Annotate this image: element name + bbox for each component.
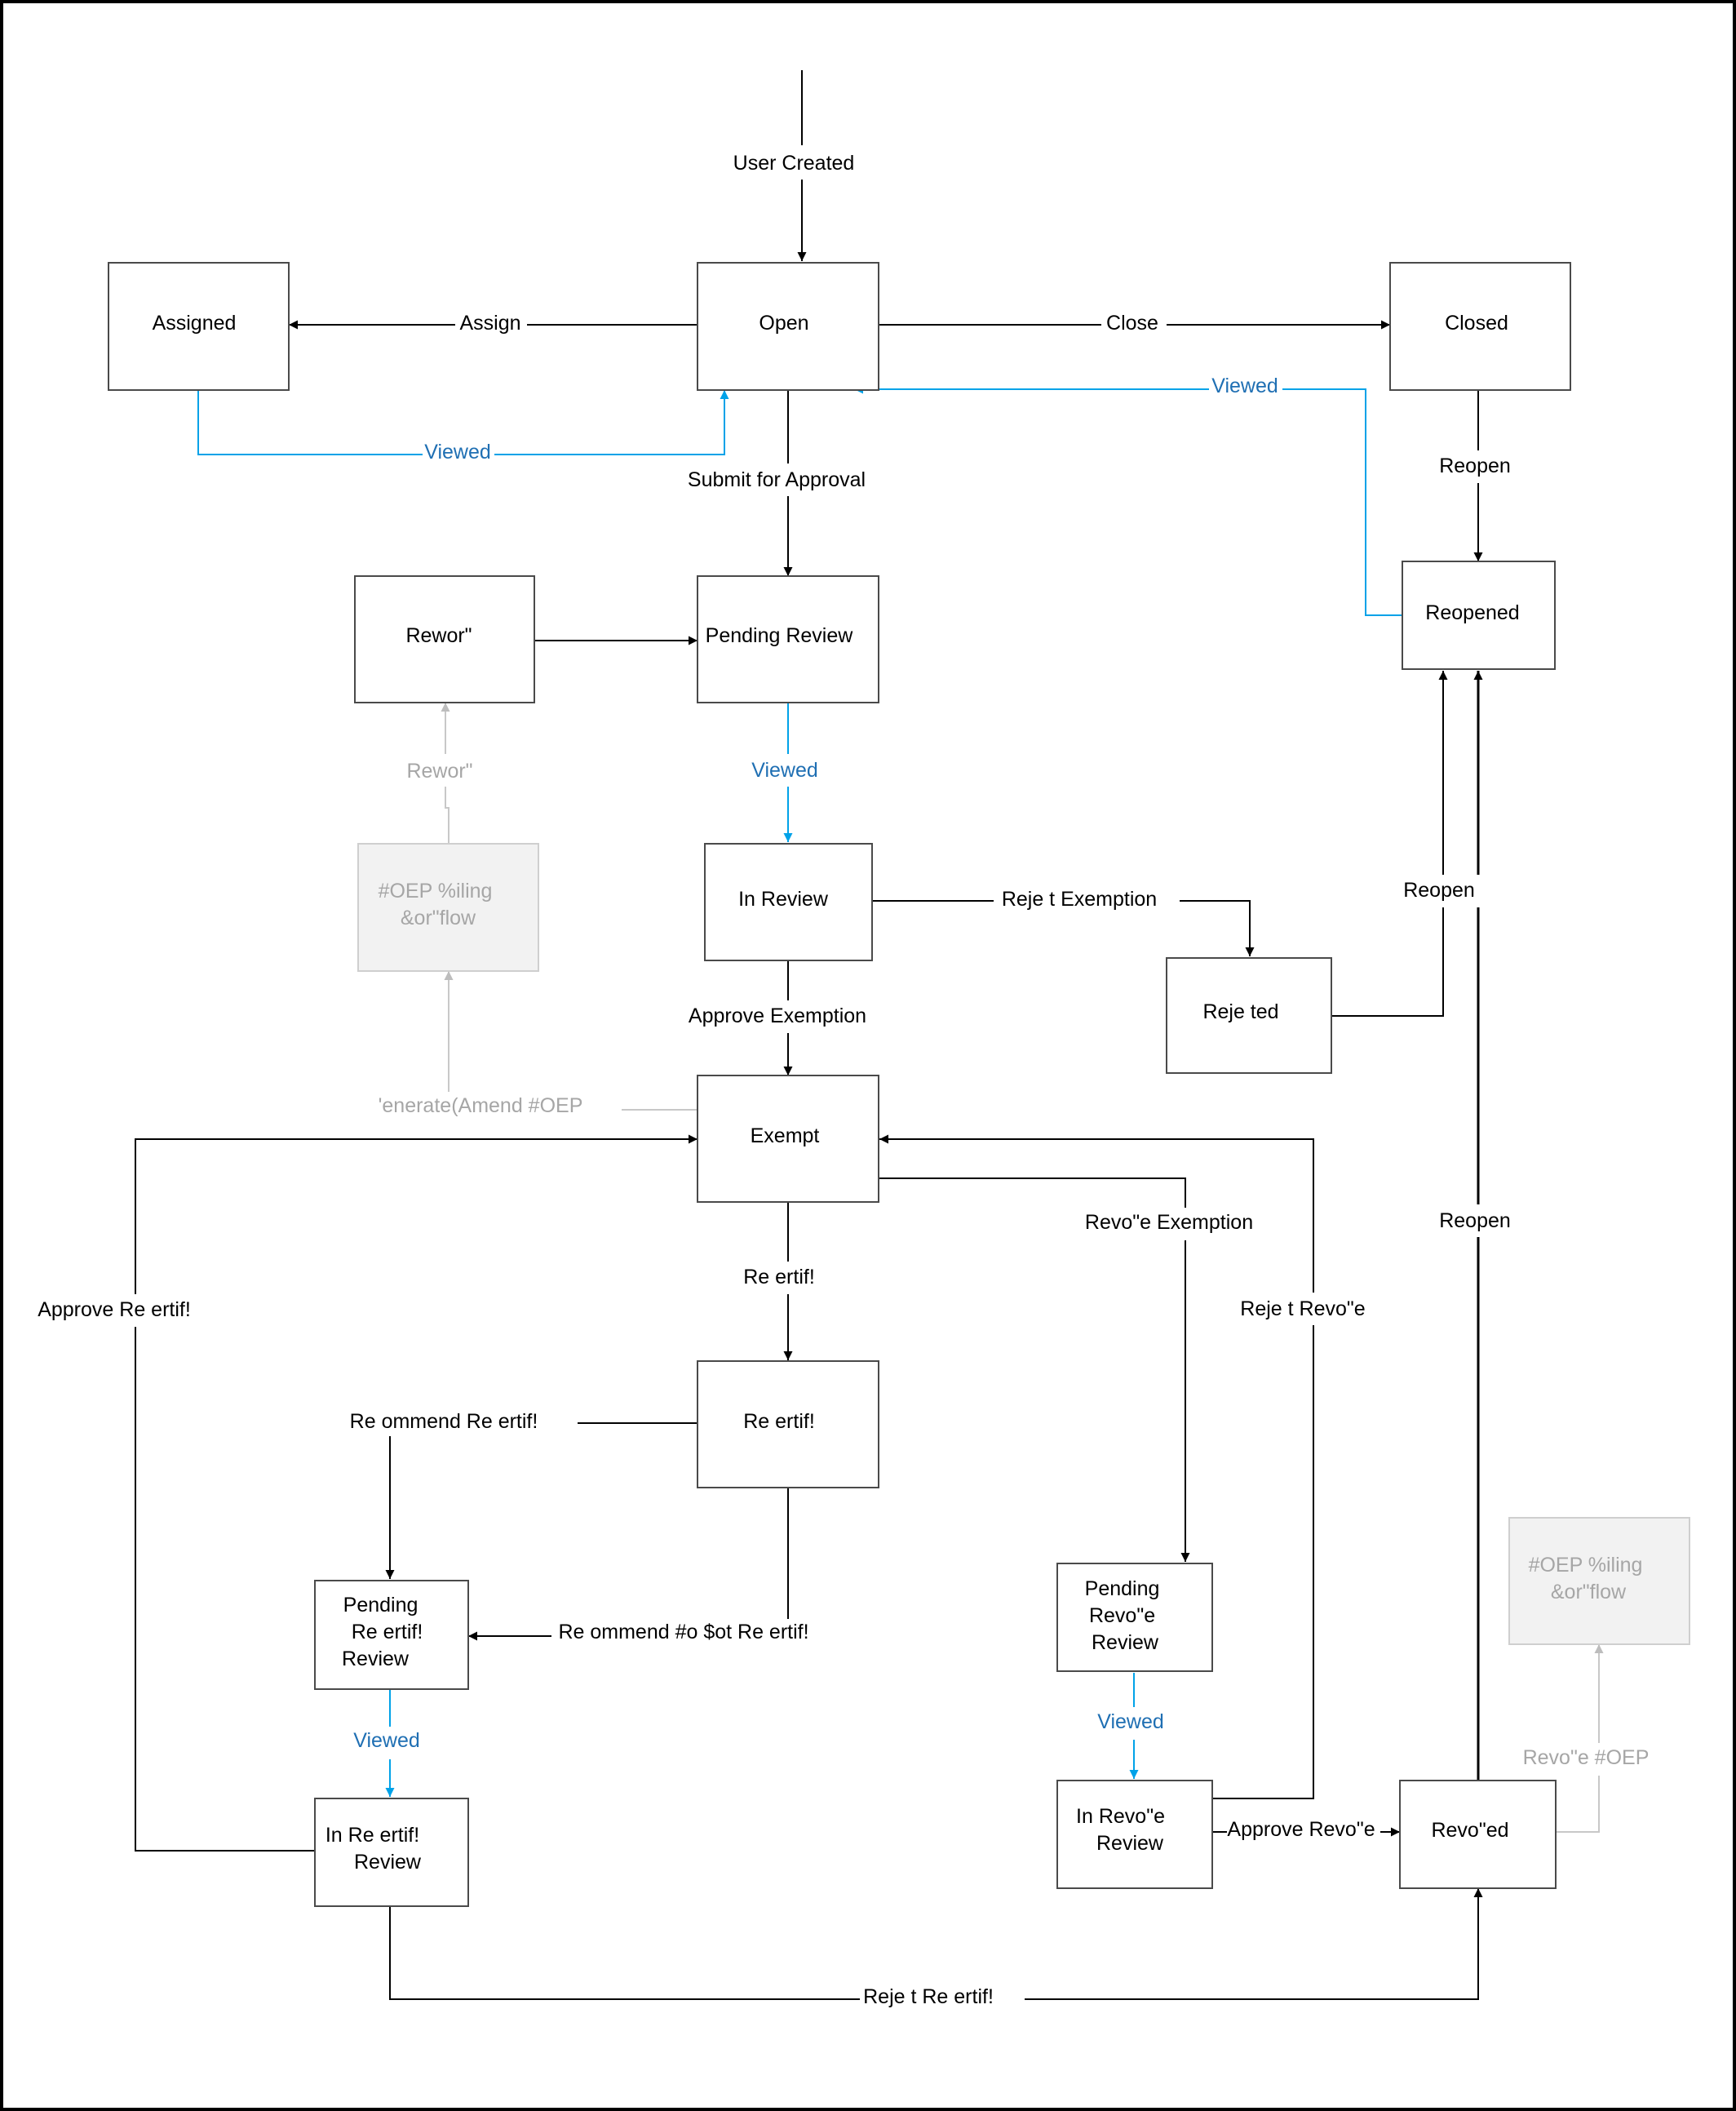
label-approve-exemption: Approve Exemption xyxy=(689,1004,866,1027)
state-open[interactable]: Open xyxy=(697,262,879,391)
state-label: Assigned xyxy=(153,312,237,335)
state-label: Reje ted xyxy=(1202,1000,1278,1023)
edge-revoke-exemption xyxy=(879,1177,1190,1562)
label-viewed-revoke: Viewed xyxy=(1097,1710,1164,1733)
label-revoke-exemption: Revo"e Exemption xyxy=(1085,1211,1253,1234)
state-oep-filing-workflow-2[interactable]: #OEP %iling &or"flow xyxy=(1508,1517,1690,1645)
label-submit-for-approval: Submit for Approval xyxy=(688,468,866,491)
edge-recommend-recertify xyxy=(385,1422,698,1579)
state-pending-review[interactable]: Pending Review xyxy=(697,575,879,703)
edge-reopen-rejected xyxy=(1331,671,1448,1017)
state-label: Re ertif! xyxy=(743,1410,815,1433)
label-reopen-closed: Reopen xyxy=(1439,455,1511,477)
label-reject-revoke: Reje t Revo"e xyxy=(1240,1297,1365,1320)
state-in-review[interactable]: In Review xyxy=(704,843,873,961)
edge-generate-amend-oep xyxy=(444,971,698,1111)
state-label: #OEP %iling &or"flow xyxy=(1529,1554,1649,1603)
label-approve-recertify: Approve Re ertif! xyxy=(38,1298,191,1321)
state-label: Rewor" xyxy=(405,624,472,647)
label-reopen-revoked: Reopen xyxy=(1439,1209,1511,1232)
state-rework[interactable]: Rewor" xyxy=(354,575,535,703)
state-label: #OEP %iling &or"flow xyxy=(379,880,498,929)
label-viewed-recert: Viewed xyxy=(353,1729,420,1752)
label-recommend-not-recertify: Re ommend #o $ot Re ertif! xyxy=(558,1621,808,1643)
state-label: Reopened xyxy=(1425,601,1519,624)
label-generate-amend-oep: 'enerate(Amend #OEP xyxy=(379,1094,583,1117)
state-label: In Re ertif! Review xyxy=(326,1824,425,1874)
state-pending-recertify-review[interactable]: Pending Re ertif! Review xyxy=(314,1580,469,1690)
edge-labels: User Created Assign Close Viewed Viewed … xyxy=(33,145,1650,2014)
label-approve-revoke: Approve Revo"e xyxy=(1227,1818,1375,1841)
label-viewed-assigned: Viewed xyxy=(424,441,491,463)
label-reopen-rejected: Reopen xyxy=(1403,879,1475,902)
label-assign: Assign xyxy=(459,312,520,335)
state-closed[interactable]: Closed xyxy=(1389,262,1571,391)
edge-recommend-not-recertify xyxy=(468,1488,789,1641)
label-recommend-recertify: Re ommend Re ertif! xyxy=(350,1410,538,1433)
label-revoke-oep: Revo"e #OEP xyxy=(1523,1746,1650,1769)
state-exempt[interactable]: Exempt xyxy=(697,1075,879,1203)
state-assigned[interactable]: Assigned xyxy=(108,262,290,391)
label-recertify: Re ertif! xyxy=(743,1266,815,1288)
label-reject-recertify: Reje t Re ertif! xyxy=(863,1985,994,2008)
label-user-created: User Created xyxy=(733,152,855,175)
state-rejected[interactable]: Reje ted xyxy=(1166,957,1332,1074)
state-oep-filing-workflow[interactable]: #OEP %iling &or"flow xyxy=(357,843,539,972)
edge-viewed-reopened xyxy=(854,384,1402,616)
label-reject-exemption: Reje t Exemption xyxy=(1002,888,1157,911)
edge-approve-recertify xyxy=(135,1134,698,1852)
state-pending-revoke-review[interactable]: Pending Revo"e Review xyxy=(1056,1563,1213,1672)
edge-reject-revoke xyxy=(879,1134,1314,1799)
label-viewed-reopened: Viewed xyxy=(1211,375,1278,397)
state-label: Pending Review xyxy=(706,624,854,647)
state-label: Revo"ed xyxy=(1431,1819,1508,1842)
state-revoked[interactable]: Revo"ed xyxy=(1399,1780,1557,1889)
state-label: In Revo"e Review xyxy=(1076,1805,1171,1855)
state-label: Exempt xyxy=(751,1124,820,1147)
label-close: Close xyxy=(1106,312,1158,335)
edge-revoke-oep xyxy=(1556,1644,1604,1833)
state-in-recertify-review[interactable]: In Re ertif! Review xyxy=(314,1798,469,1907)
state-label: Closed xyxy=(1445,312,1508,335)
state-label: In Review xyxy=(738,888,829,911)
state-reopened[interactable]: Reopened xyxy=(1402,561,1556,670)
state-label: Pending Revo"e Review xyxy=(1085,1577,1166,1654)
state-label: Open xyxy=(759,312,808,335)
state-recertify[interactable]: Re ertif! xyxy=(697,1360,879,1488)
state-label: Pending Re ertif! Review xyxy=(342,1594,428,1670)
label-rework-oep: Rewor" xyxy=(406,760,472,783)
label-viewed-pending-review: Viewed xyxy=(751,759,818,782)
nodes: Assigned Open Closed Rewor" Pending Revi… xyxy=(108,262,1690,1907)
state-in-revoke-review[interactable]: In Revo"e Review xyxy=(1056,1780,1213,1889)
